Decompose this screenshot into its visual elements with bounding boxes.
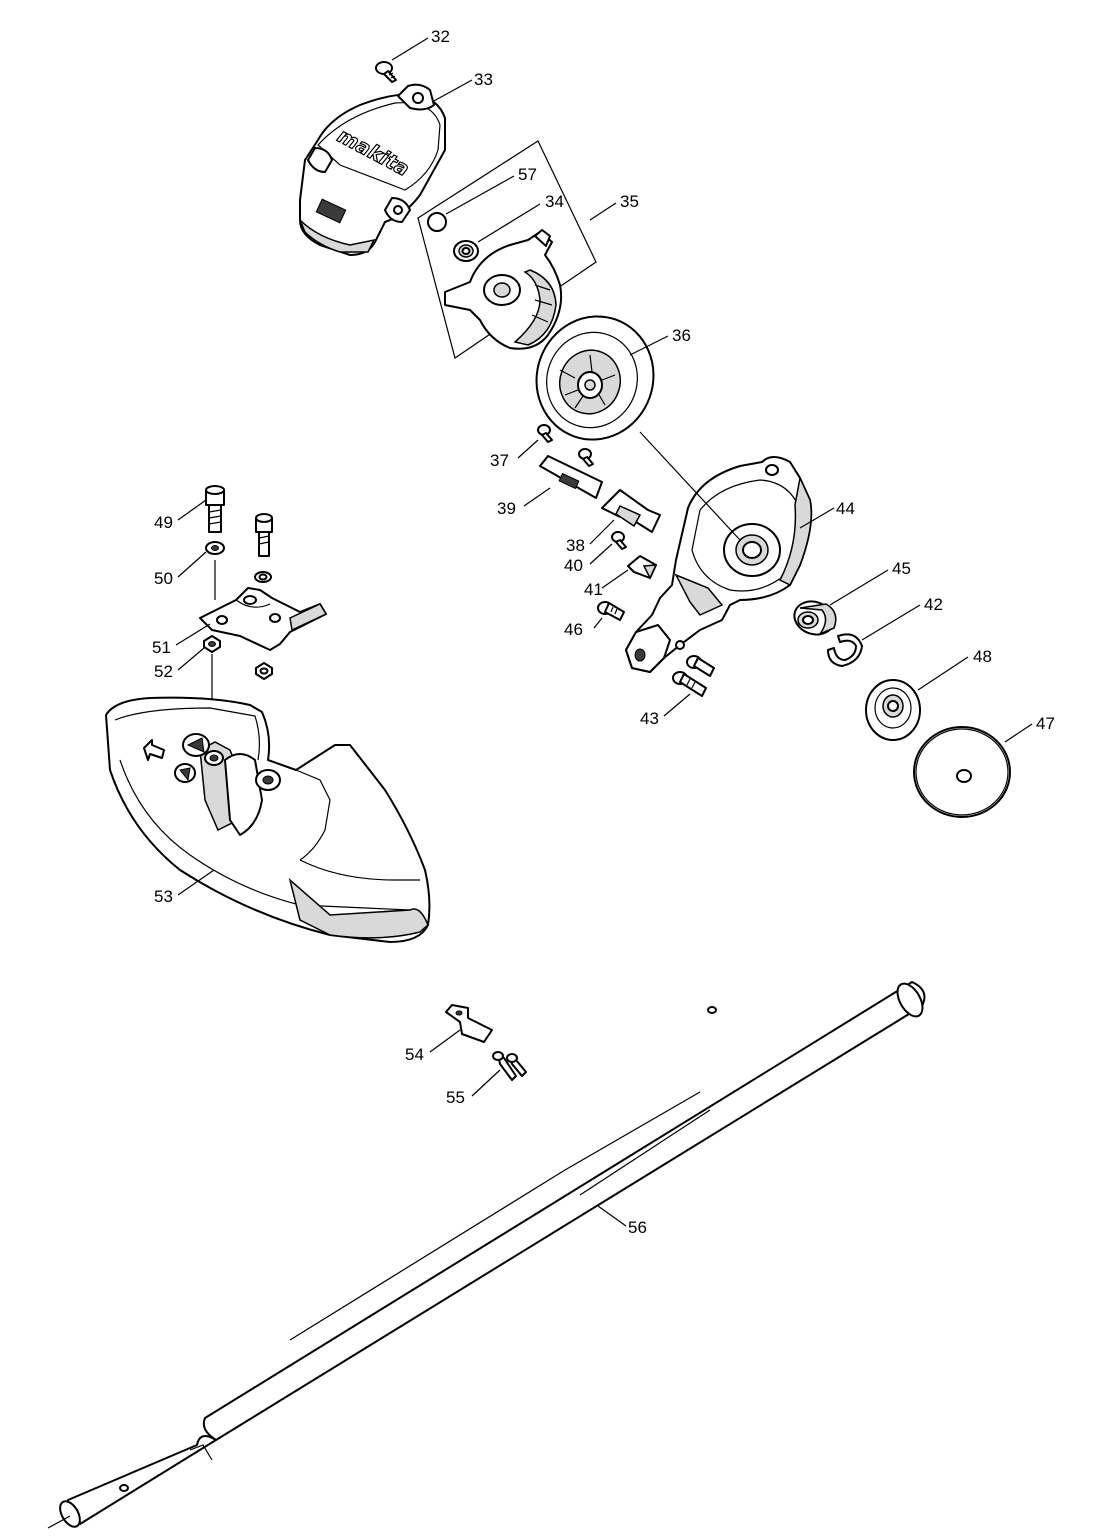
- callout-labels: 32 33 57 34 35 36 37 39 44 38 40 41 45 4…: [152, 27, 1055, 1237]
- callout-56: 56: [628, 1218, 647, 1237]
- callout-50: 50: [154, 569, 173, 588]
- part-36-rotor: [535, 315, 655, 441]
- callout-53: 53: [154, 887, 173, 906]
- part-50-washer: [205, 541, 225, 555]
- part-47-disc: [913, 726, 1011, 818]
- part-40-screw: [611, 531, 627, 550]
- callout-37: 37: [490, 451, 509, 470]
- part-35-motor-plate: [444, 229, 563, 350]
- part-53-guard: [105, 696, 431, 943]
- callout-41: 41: [584, 580, 603, 599]
- part-49-bolt-second: [255, 513, 273, 557]
- part-52-nut: [203, 635, 221, 653]
- part-39-switch-plate: [539, 455, 603, 499]
- callout-47: 47: [1036, 714, 1055, 733]
- axis-line-rotor: [639, 431, 741, 541]
- part-55-screws: [492, 1051, 527, 1081]
- axis-line-tube-end: [47, 1515, 71, 1529]
- callout-46: 42: [924, 595, 943, 614]
- callout-54: 54: [405, 1045, 424, 1064]
- part-50-washer-second: [254, 571, 272, 583]
- callout-38: 38: [566, 536, 585, 555]
- part-57-o-ring: [427, 212, 447, 232]
- callout-leaders: [175, 37, 1033, 1227]
- callout-36: 36: [672, 326, 691, 345]
- part-38-bracket: [601, 489, 661, 533]
- callout-57: 57: [518, 165, 537, 184]
- callout-52: 52: [154, 662, 173, 681]
- part-32-screw: [375, 61, 397, 83]
- callout-44: 44: [836, 499, 855, 518]
- callout-40: 40: [564, 556, 583, 575]
- callout-43: 43: [640, 709, 659, 728]
- part-46-circlip: [827, 633, 863, 667]
- callout-35: 35: [620, 192, 639, 211]
- part-37-screw: [537, 424, 553, 443]
- part-54-bracket: [445, 1004, 493, 1043]
- callout-45: 45: [892, 559, 911, 578]
- part-48-flange: [865, 679, 921, 741]
- part-34-bearing: [453, 240, 479, 262]
- part-33-gear-cover: makita: [299, 83, 446, 256]
- part-51-clamp-bracket: [199, 587, 328, 651]
- part-52-nut-second: [255, 662, 273, 680]
- part-42-bolt: [597, 601, 625, 621]
- callout-48: 48: [973, 647, 992, 666]
- callout-42: 46: [564, 620, 583, 639]
- callout-51: 51: [152, 638, 171, 657]
- part-45-bearing: [793, 600, 837, 636]
- callout-49: 49: [154, 513, 173, 532]
- part-35-assembly-outline: [417, 140, 597, 359]
- part-44-gear-housing: [625, 456, 813, 673]
- callout-55: 55: [446, 1088, 465, 1107]
- callout-34: 34: [545, 192, 564, 211]
- part-38-screw-upper: [578, 448, 594, 467]
- callout-32: 32: [431, 27, 450, 46]
- part-43-bolts: [672, 655, 715, 697]
- part-41-clip: [627, 555, 658, 580]
- part-56-shaft-tube: [59, 981, 926, 1528]
- callout-39: 39: [497, 499, 516, 518]
- callout-33: 33: [474, 70, 493, 89]
- part-49-bolt: [205, 485, 225, 533]
